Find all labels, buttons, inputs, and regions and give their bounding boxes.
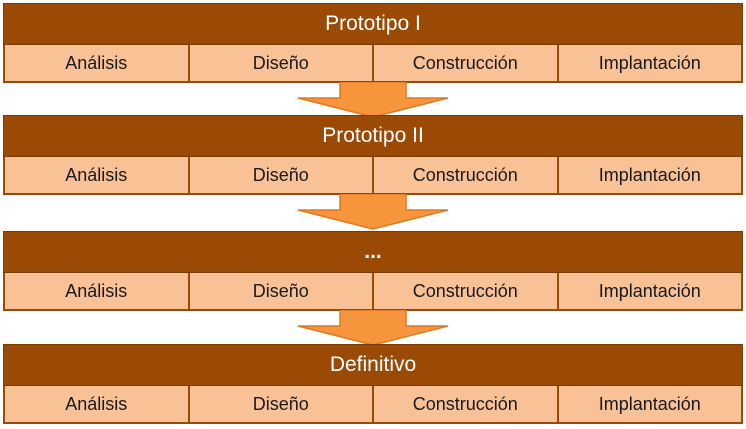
stage-title: Definitivo (3, 344, 743, 386)
phase-construccion: Construcción (372, 386, 559, 424)
stage-3: ... Análisis Diseño Construcción Implant… (3, 231, 743, 311)
phase-diseno: Diseño (187, 45, 374, 83)
phase-analisis: Análisis (3, 386, 190, 424)
phase-diseno: Diseño (187, 386, 374, 424)
down-arrow-icon (297, 82, 449, 118)
phase-implantacion: Implantación (556, 386, 743, 424)
phase-implantacion: Implantación (556, 157, 743, 195)
phase-construccion: Construcción (372, 45, 559, 83)
stage-2: Prototipo II Análisis Diseño Construcció… (3, 115, 743, 195)
phase-implantacion: Implantación (556, 45, 743, 83)
phase-analisis: Análisis (3, 157, 190, 195)
phase-row: Análisis Diseño Construcción Implantació… (3, 157, 743, 195)
stage-1: Prototipo I Análisis Diseño Construcción… (3, 3, 743, 83)
phase-diseno: Diseño (187, 157, 374, 195)
phase-row: Análisis Diseño Construcción Implantació… (3, 273, 743, 311)
stage-title: Prototipo II (3, 115, 743, 157)
down-arrow-icon (297, 310, 449, 346)
phase-construccion: Construcción (372, 273, 559, 311)
phase-analisis: Análisis (3, 273, 190, 311)
phase-row: Análisis Diseño Construcción Implantació… (3, 386, 743, 424)
stage-title: ... (3, 231, 743, 273)
phase-construccion: Construcción (372, 157, 559, 195)
phase-row: Análisis Diseño Construcción Implantació… (3, 45, 743, 83)
phase-implantacion: Implantación (556, 273, 743, 311)
phase-analisis: Análisis (3, 45, 190, 83)
stage-title: Prototipo I (3, 3, 743, 45)
down-arrow-icon (297, 194, 449, 230)
stage-4: Definitivo Análisis Diseño Construcción … (3, 344, 743, 424)
phase-diseno: Diseño (187, 273, 374, 311)
